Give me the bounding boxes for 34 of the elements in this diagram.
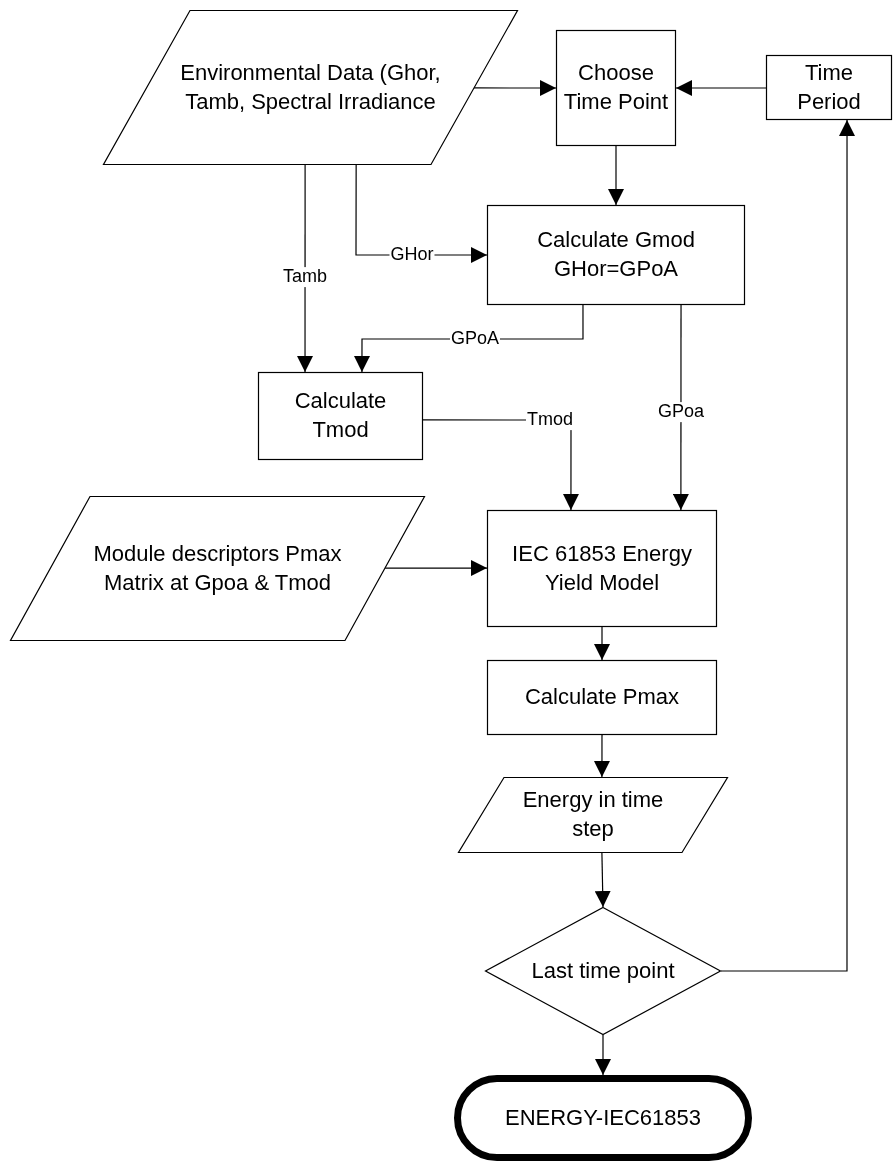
node-label: Calculate Tmod <box>293 387 388 444</box>
edge-label: Tamb <box>282 267 328 287</box>
node-label: ENERGY-IEC61853 <box>504 1103 702 1132</box>
node-label: Energy in time step <box>521 786 665 843</box>
arrow <box>672 304 689 511</box>
decision-diamond <box>485 907 721 1035</box>
node-label: Time Period <box>796 58 862 116</box>
node-label: Module descriptors Pmax Matrix at Gpoa & Tmod <box>92 539 343 597</box>
arrow <box>297 164 314 373</box>
data-parallelogram <box>10 496 425 641</box>
process-box <box>766 55 892 120</box>
node-label: Choose Time Point <box>562 59 670 116</box>
node-label: Last time point <box>531 956 675 985</box>
arrow <box>473 80 557 96</box>
node-label: Environmental Data (Ghor, Tamb, Spectral Irradiance <box>179 58 442 116</box>
edge-label: GPoa <box>657 402 705 422</box>
arrow <box>594 626 610 661</box>
node-label: Calculate Gmod GHor=GPoA <box>536 226 696 283</box>
data-parallelogram <box>458 777 728 853</box>
arrow <box>608 145 624 206</box>
arrow <box>593 734 610 778</box>
process-box <box>556 30 676 146</box>
node-label: IEC 61853 Energy Yield Model <box>511 539 693 597</box>
arrow <box>720 119 855 972</box>
process-box <box>258 372 423 460</box>
data-parallelogram <box>103 10 518 165</box>
process-box <box>487 660 717 735</box>
arrow <box>594 852 611 908</box>
arrow <box>595 1034 611 1076</box>
process-box <box>487 205 745 305</box>
arrow <box>675 80 767 96</box>
edge-label: Tmod <box>526 410 574 430</box>
process-box <box>487 510 717 627</box>
node-label: Calculate Pmax <box>524 683 680 712</box>
